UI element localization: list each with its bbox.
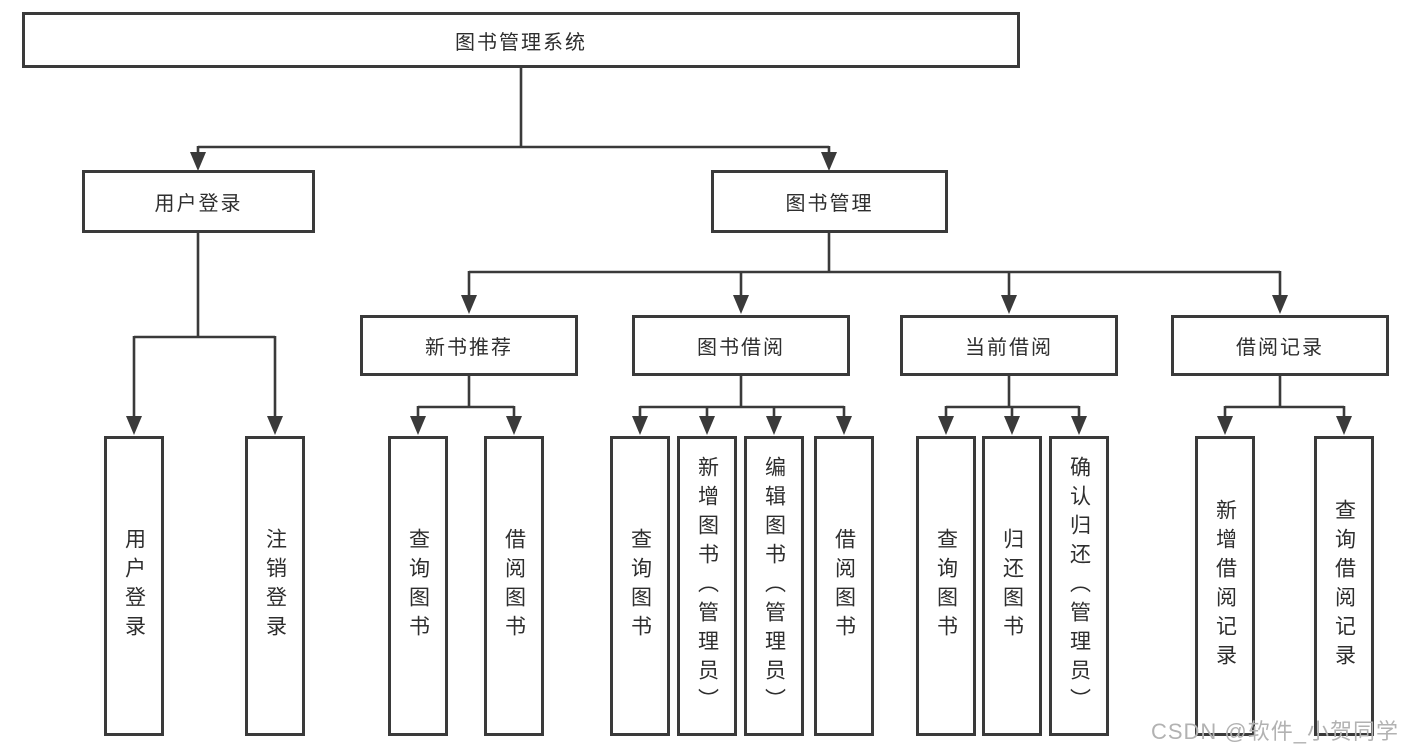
leaf-return-books: 归还图书 [982, 436, 1042, 736]
leaf-query-borrow-record: 查询借阅记录 [1314, 436, 1374, 736]
leaf-add-borrow-record: 新增借阅记录 [1195, 436, 1255, 736]
arrowheads [126, 152, 1352, 435]
leaf-borrow-books-borrowing: 借阅图书 [814, 436, 874, 736]
leaf-edit-book-admin: 编辑图书（管理员） [744, 436, 804, 736]
leaf-user-login: 用户登录 [104, 436, 164, 736]
leaf-add-book-admin: 新增图书（管理员） [677, 436, 737, 736]
csdn-watermark: CSDN @软件_小贺同学 [1150, 719, 1399, 744]
node-borrowing-records: 借阅记录 [1171, 315, 1389, 376]
node-new-book-recommendation: 新书推荐 [360, 315, 578, 376]
leaf-query-books-recommend: 查询图书 [388, 436, 448, 736]
node-book-borrowing: 图书借阅 [632, 315, 850, 376]
leaf-logout-login: 注销登录 [245, 436, 305, 736]
node-current-borrowing: 当前借阅 [900, 315, 1118, 376]
connector-strokes [132, 68, 1346, 417]
node-root: 图书管理系统 [22, 12, 1020, 68]
leaf-confirm-return-admin: 确认归还（管理员） [1049, 436, 1109, 736]
leaf-query-books-current: 查询图书 [916, 436, 976, 736]
leaf-borrow-books-recommend: 借阅图书 [484, 436, 544, 736]
node-user-login: 用户登录 [82, 170, 315, 233]
node-book-management: 图书管理 [711, 170, 948, 233]
leaf-query-books-borrowing: 查询图书 [610, 436, 670, 736]
